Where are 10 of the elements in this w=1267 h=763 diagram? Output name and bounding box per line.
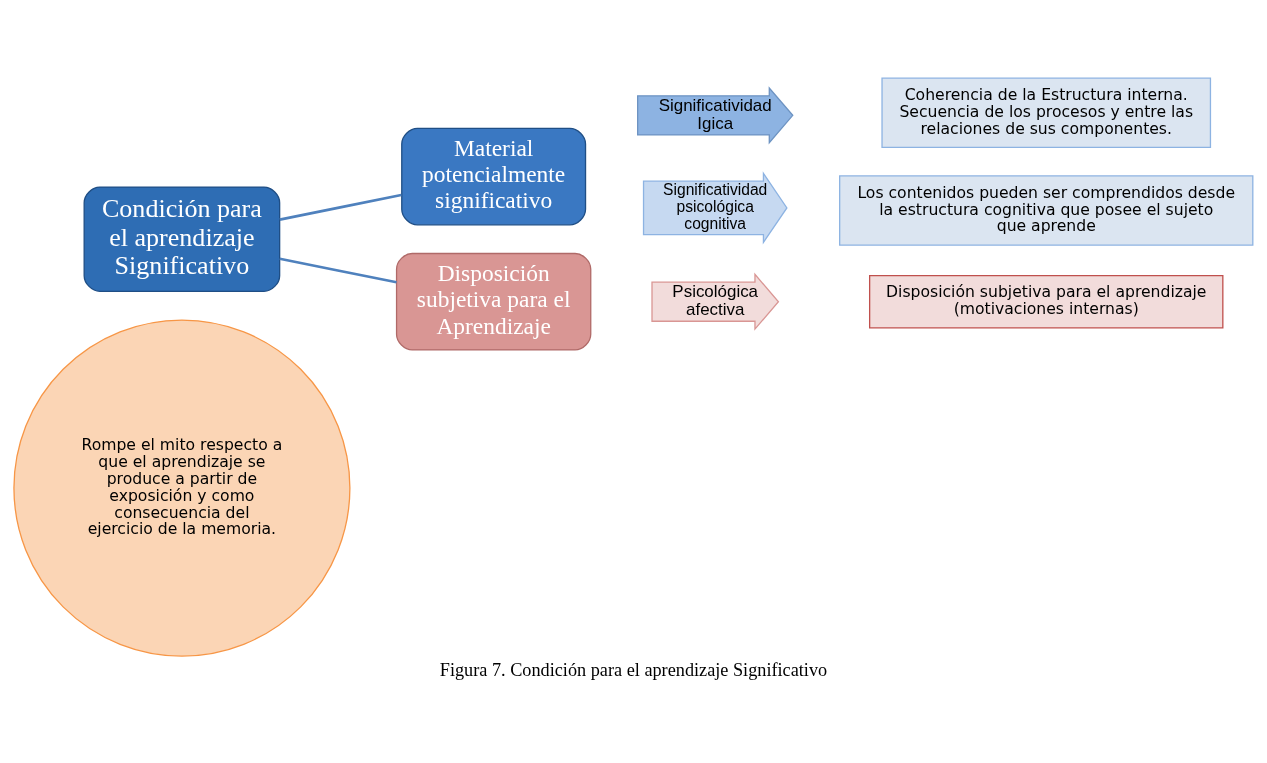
connector (279, 193, 402, 221)
node-box: Condición para el aprendizaje Significativo (83, 185, 281, 292)
node-box: Disposición subjetiva para el aprendizaje (motivaciones internas) (869, 274, 1224, 328)
node-box: Material potencialmente significativo (401, 127, 587, 225)
caption: Figura 7. Condición para el aprendizaje Significativo (439, 659, 828, 680)
node-circle: Rompe el mito respecto a que el aprendizaje se produce a partir de exposición y como consecuencia del ejercicio de la memoria. (13, 318, 351, 657)
node-box: Coherencia de la Estructura interna. Secuencia de los procesos y entre las relaciones de sus componentes. (881, 77, 1212, 148)
node-box: Disposición subjetiva para el Aprendizaje (395, 252, 592, 351)
node-box: Los contenidos pueden ser comprendidos desde la estructura cognitiva que posee el sujeto que aprende (839, 174, 1254, 246)
connector (279, 256, 397, 284)
